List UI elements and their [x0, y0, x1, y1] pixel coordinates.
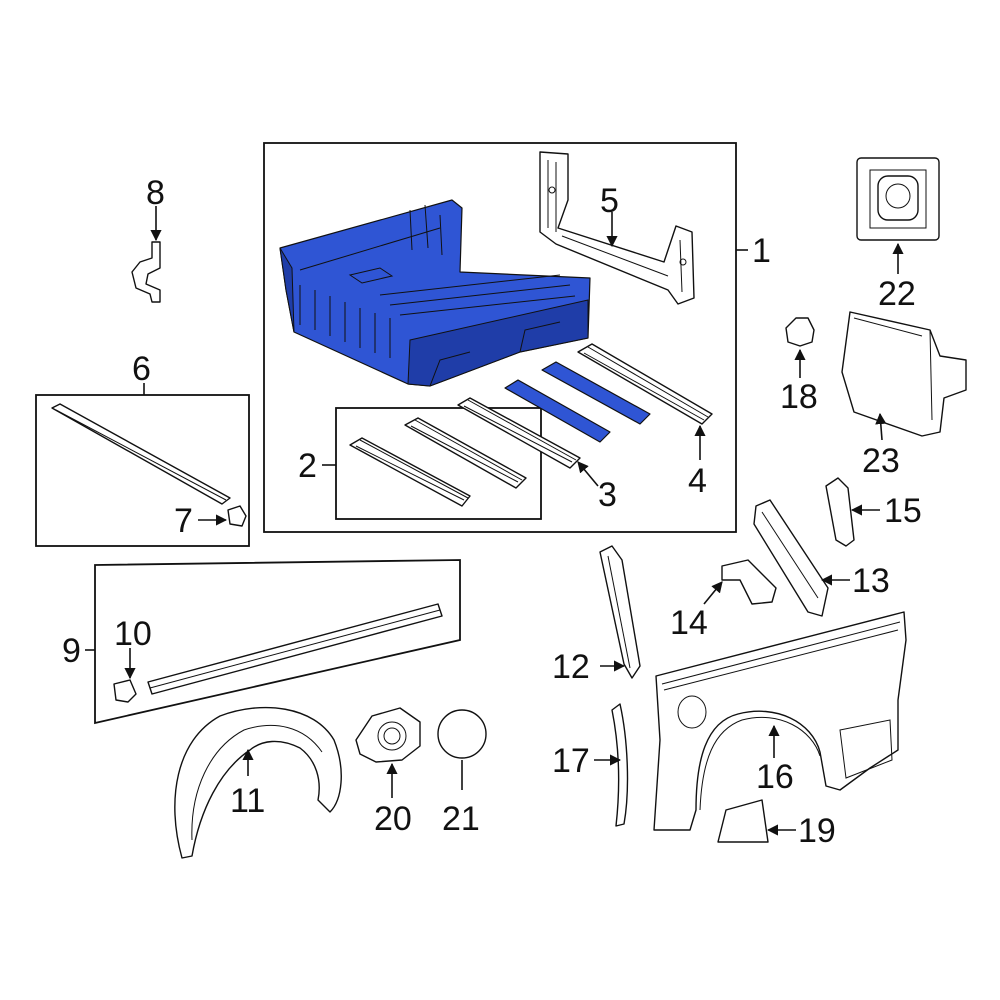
leader-14: [703, 581, 723, 605]
callout-7[interactable]: 7: [174, 502, 193, 540]
wheel-opening-molding-part[interactable]: [611, 703, 629, 827]
callout-15[interactable]: 15: [884, 492, 922, 530]
box-side-panel-part[interactable]: [653, 611, 907, 831]
crossmember-part-4[interactable]: [577, 343, 713, 425]
callout-6[interactable]: 6: [132, 350, 151, 388]
inner-panel-bracket-part[interactable]: [753, 499, 829, 617]
crossmember-blue-a[interactable]: [504, 379, 611, 443]
fuel-housing-part[interactable]: [355, 707, 421, 763]
callout-22[interactable]: 22: [878, 275, 916, 313]
callout-2[interactable]: 2: [298, 447, 317, 485]
crossmember-part-2a[interactable]: [349, 437, 471, 507]
callout-19[interactable]: 19: [798, 812, 836, 850]
side-rail-part[interactable]: [147, 603, 443, 695]
splash-shield-part[interactable]: [717, 799, 769, 843]
tie-down-hook-part[interactable]: [131, 241, 161, 303]
callout-3[interactable]: 3: [598, 476, 617, 514]
crossmember-part-2b[interactable]: [404, 417, 527, 489]
rail-clip-part[interactable]: [113, 679, 137, 703]
stake-pocket-part[interactable]: [825, 477, 855, 547]
front-panel-part[interactable]: [539, 151, 695, 305]
crossmember-part-3[interactable]: [457, 397, 581, 469]
fuel-door-part[interactable]: [437, 709, 487, 759]
callout-1[interactable]: 1: [752, 232, 771, 270]
corner-bracket-part[interactable]: [721, 559, 777, 605]
group-box-9: [94, 559, 461, 725]
callout-11[interactable]: 11: [230, 782, 265, 820]
callout-5[interactable]: 5: [600, 182, 619, 220]
leader-3: [577, 461, 599, 487]
callout-8[interactable]: 8: [146, 174, 165, 212]
group-box-1: [263, 142, 737, 533]
bed-rail-cap-part[interactable]: [51, 403, 231, 505]
callout-12[interactable]: 12: [552, 648, 590, 686]
callout-18[interactable]: 18: [780, 378, 818, 416]
callout-23[interactable]: 23: [862, 442, 900, 480]
callout-16[interactable]: 16: [756, 758, 794, 796]
callout-17[interactable]: 17: [552, 742, 590, 780]
group-box-2: [335, 407, 542, 520]
pillar-panel-part[interactable]: [599, 545, 641, 679]
rail-cap-end-part[interactable]: [227, 505, 247, 527]
wheelhouse-liner-part[interactable]: [174, 706, 342, 859]
callout-14[interactable]: 14: [670, 604, 708, 642]
callout-20[interactable]: 20: [374, 800, 412, 838]
storage-bin-part[interactable]: [841, 311, 967, 437]
callout-9[interactable]: 9: [62, 632, 81, 670]
callout-21[interactable]: 21: [442, 800, 480, 838]
leader-23: [875, 412, 887, 441]
callout-4[interactable]: 4: [688, 462, 707, 500]
group-box-6: [35, 394, 250, 547]
callout-10[interactable]: 10: [114, 615, 152, 653]
callout-13[interactable]: 13: [852, 562, 890, 600]
pickup-box-part[interactable]: [279, 199, 591, 387]
bumper-stop-part[interactable]: [785, 317, 815, 347]
tie-down-cup-part[interactable]: [856, 157, 940, 241]
crossmember-blue-b[interactable]: [541, 361, 651, 425]
